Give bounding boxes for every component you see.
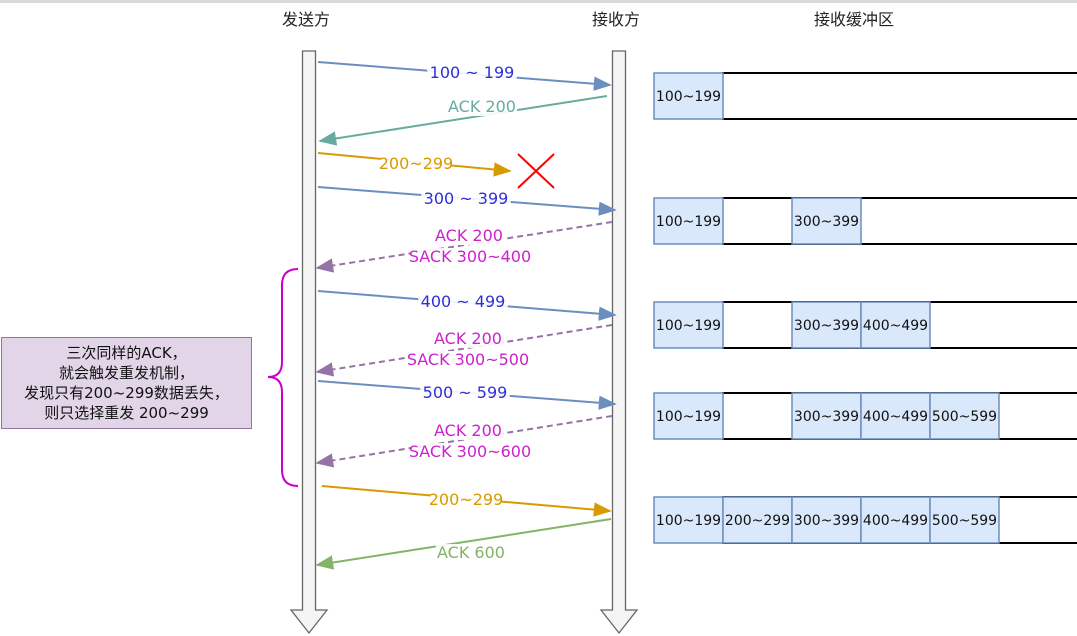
buffer-cell xyxy=(791,496,862,544)
buffer-cell xyxy=(653,392,724,440)
message-label-bg xyxy=(446,98,518,116)
lost-packet-cross-icon xyxy=(517,153,555,189)
buffer-cell-label: 300~399 xyxy=(794,318,859,334)
message-label-bg xyxy=(432,330,504,348)
buffer-cell-label: 300~399 xyxy=(794,409,859,425)
sender-title: 发送方 xyxy=(282,10,331,29)
buffer-cell xyxy=(929,496,1000,544)
buffer-row: 100~199 300~399 xyxy=(653,197,1077,245)
buffer-cell xyxy=(929,392,1000,440)
buffer-cell-label: 200~299 xyxy=(725,513,790,529)
buffer-cell xyxy=(722,496,793,544)
message-label-bg xyxy=(411,248,529,266)
receiver-title: 接收方 xyxy=(592,10,641,29)
buffer-cell xyxy=(860,301,931,349)
buffer-cell xyxy=(653,301,724,349)
buffer-cell-label: 400~499 xyxy=(863,513,928,529)
retransmit-note: 三次同样的ACK， 就会触发重发机制， 发现只有200~299数据丢失， 则只选… xyxy=(1,337,252,429)
message-label: 100 ~ 199 xyxy=(430,63,515,82)
message-label: ACK 200 xyxy=(435,226,503,245)
sender-lifeline xyxy=(289,50,329,635)
message-label-bg xyxy=(430,491,502,509)
message-label-bg xyxy=(427,64,517,82)
message-label-bg xyxy=(432,422,504,440)
message-label-bg xyxy=(433,227,505,245)
buffer-cell xyxy=(791,392,862,440)
message-label-bg xyxy=(435,544,507,562)
buffer-title: 接收缓冲区 xyxy=(814,10,895,29)
message-label: ACK 200 xyxy=(434,421,502,440)
buffer-cell-label: 300~399 xyxy=(794,513,859,529)
receiver-lifeline xyxy=(599,50,639,635)
buffer-cell-label: 500~599 xyxy=(932,513,997,529)
buffer-cell-label: 100~199 xyxy=(656,89,721,105)
message-arrow xyxy=(318,95,608,146)
top-border xyxy=(0,0,1077,3)
message-arrow xyxy=(315,518,612,570)
buffer-cell-label: 100~199 xyxy=(656,318,721,334)
buffer-cell-label: 100~199 xyxy=(656,513,721,529)
buffer-cell-label: 400~499 xyxy=(863,318,928,334)
note-line: 就会触发重发机制， xyxy=(58,364,194,382)
message-label: 500 ~ 599 xyxy=(423,383,508,402)
buffer-cell-label: 400~499 xyxy=(863,409,928,425)
note-line: 发现只有200~299数据丢失， xyxy=(24,384,229,402)
buffer-cell-label: 100~199 xyxy=(656,214,721,230)
buffer-cell xyxy=(653,197,724,245)
message-label: 400 ~ 499 xyxy=(421,292,506,311)
note-line: 则只选择重发 200~299 xyxy=(44,404,209,422)
note-line: 三次同样的ACK， xyxy=(66,344,187,362)
message-label-bg xyxy=(418,293,508,311)
message-label: ACK 200 xyxy=(434,329,502,348)
message-label: ACK 200 xyxy=(448,97,516,116)
message-label-bg xyxy=(380,155,452,173)
buffer-cell xyxy=(791,197,862,245)
message-label-sack: SACK 300~500 xyxy=(407,350,529,369)
message-label-bg xyxy=(421,190,511,208)
message-label: ACK 600 xyxy=(437,543,505,562)
message-label-bg xyxy=(411,443,529,461)
message-label: 200~299 xyxy=(429,490,503,509)
buffer-row: 100~199 xyxy=(653,72,1077,120)
buffer-cell-label: 500~599 xyxy=(932,409,997,425)
message-label: 300 ~ 399 xyxy=(424,189,509,208)
message-label-bg xyxy=(409,351,527,369)
message-label-sack: SACK 300~400 xyxy=(409,247,531,266)
message-label-sack: SACK 300~600 xyxy=(409,442,531,461)
message-label: 200~299 xyxy=(379,154,453,173)
buffer-cell xyxy=(653,72,724,120)
buffer-cell-label: 100~199 xyxy=(656,409,721,425)
message-label-bg xyxy=(420,384,510,402)
buffer-cell-label: 300~399 xyxy=(794,214,859,230)
buffer-cell xyxy=(791,301,862,349)
brace-icon xyxy=(267,268,299,487)
buffer-cell xyxy=(860,392,931,440)
